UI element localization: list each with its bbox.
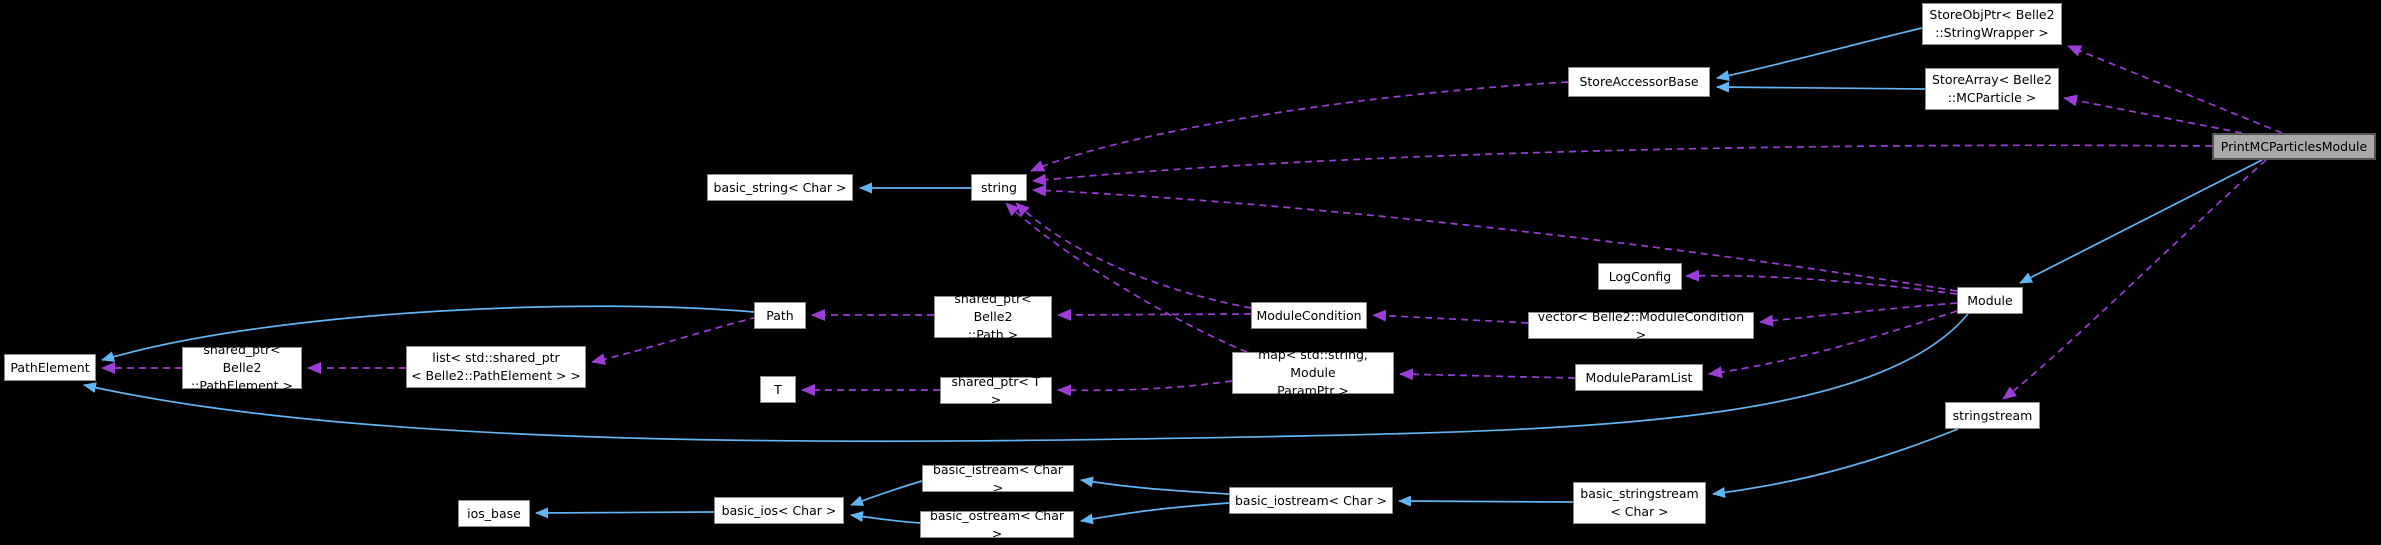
edge-path-list: [591, 316, 758, 365]
node-list-shared-ptr[interactable]: list< std::shared_ptr < Belle2::PathElem…: [406, 346, 586, 388]
node-basic-ios[interactable]: basic_ios< Char >: [714, 497, 844, 524]
node-print-mc-particles-module[interactable]: PrintMCParticlesModule: [2212, 133, 2376, 160]
node-string[interactable]: string: [971, 174, 1027, 201]
node-store-array[interactable]: StoreArray< Belle2 ::MCParticle >: [1925, 68, 2059, 110]
edge-moduleparamlist-map: [1399, 368, 1576, 381]
node-vector-module-condition[interactable]: vector< Belle2::ModuleCondition >: [1528, 309, 1754, 342]
edge-print-storearray: [2063, 94, 2243, 134]
edge-map-sharedptrt: [1057, 380, 1233, 397]
edge-map-string: [1005, 202, 1248, 353]
edge-print-string: [1032, 144, 2213, 186]
edge-module-string: [1032, 184, 1958, 292]
node-basic-string[interactable]: basic_string< Char >: [707, 174, 853, 201]
node-map-moduleparamptr[interactable]: map< std::string, Module ParamPtr >: [1232, 347, 1394, 398]
edge-module-logconfig: [1685, 269, 1958, 295]
node-path-element[interactable]: PathElement: [4, 354, 96, 381]
node-module[interactable]: Module: [1957, 287, 2023, 314]
edge-print-stringstream: [2002, 159, 2267, 400]
edge-basiciostream-basicistream: [1080, 476, 1230, 495]
edge-basicstringstream-basiciostream: [1398, 495, 1574, 507]
node-t[interactable]: T: [760, 376, 796, 403]
edge-module-pathelement: [83, 313, 1969, 443]
edge-storearray-storeaccessorbase: [1716, 81, 1926, 93]
node-basic-iostream[interactable]: basic_iostream< Char >: [1229, 487, 1393, 514]
edge-storeobjptr-storeaccessorbase: [1716, 27, 1923, 81]
node-shared-ptr-t[interactable]: shared_ptr< T >: [940, 374, 1052, 407]
edge-basicios-iosbase: [535, 507, 715, 519]
node-ios-base[interactable]: ios_base: [458, 500, 530, 527]
node-shared-ptr-path[interactable]: shared_ptr< Belle2 ::Path >: [934, 291, 1052, 342]
node-store-objptr[interactable]: StoreObjPtr< Belle2 ::StringWrapper >: [1922, 3, 2062, 45]
edge-path-pathelement: [101, 305, 755, 362]
node-log-config[interactable]: LogConfig: [1598, 263, 1682, 290]
edge-print-storeobjptr: [2067, 45, 2283, 134]
node-basic-stringstream[interactable]: basic_stringstream < Char >: [1573, 482, 1706, 524]
node-basic-ostream[interactable]: basic_ostream< Char >: [920, 508, 1074, 541]
edge-stringstream-basicstringstream: [1712, 428, 1959, 498]
node-module-param-list[interactable]: ModuleParamList: [1575, 364, 1703, 391]
edge-storeaccessorbase-string: [1030, 81, 1569, 172]
node-module-condition[interactable]: ModuleCondition: [1251, 302, 1367, 329]
edge-basicistream-basicios: [850, 480, 923, 506]
edge-basiciostream-basicostream: [1080, 502, 1230, 525]
edge-module-moduleparamlist: [1708, 310, 1958, 379]
edge-print-module: [2019, 159, 2263, 284]
edge-vector-modulecondition: [1372, 309, 1529, 324]
edge-basicostream-basicios: [850, 511, 921, 524]
edge-module-vector: [1759, 302, 1958, 327]
node-shared-ptr-path-element[interactable]: shared_ptr< Belle2 ::PathElement >: [182, 342, 302, 393]
edge-modulecondition-string: [1015, 202, 1252, 309]
node-stringstream[interactable]: stringstream: [1945, 402, 2040, 429]
node-store-accessor-base[interactable]: StoreAccessorBase: [1568, 67, 1710, 97]
node-path[interactable]: Path: [754, 302, 806, 329]
edge-modulecondition-sharedptrpath: [1057, 308, 1252, 321]
node-basic-istream[interactable]: basic_istream< Char >: [922, 462, 1074, 495]
